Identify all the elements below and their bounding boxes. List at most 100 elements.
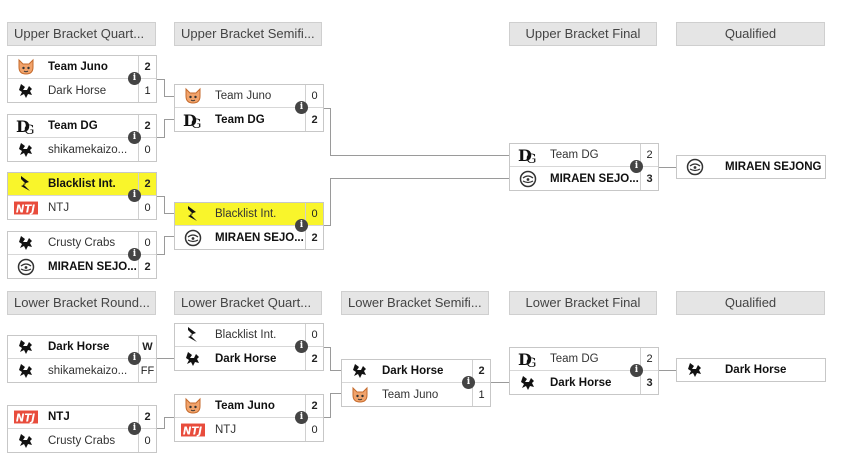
dark-horse-logo-icon [186,351,199,366]
match-info-icon[interactable]: i [295,340,308,353]
qualified-lower-team[interactable]: Dark Horse [676,358,826,382]
team-score: 2 [305,108,323,131]
team-logo: D G [181,109,205,131]
team-name: MIRAEN SEJO... [48,260,137,273]
connector [330,370,342,371]
match-info-icon[interactable]: i [630,364,643,377]
match-info-icon[interactable]: i [295,411,308,424]
team-name: Team DG [215,113,265,126]
connector [164,96,175,97]
match-info-icon[interactable]: i [128,352,141,365]
qualified-upper-team[interactable]: MIRAEN SEJONG [676,155,826,179]
team-name: MIRAEN SEJO... [215,231,304,244]
team-logo [14,430,38,452]
connector [164,417,165,429]
crusty-crabs-logo-icon [19,236,32,250]
team-score: 2 [138,406,156,428]
team-row[interactable]: NTJ NTJ 0 [8,196,156,219]
team-score: 0 [305,324,323,346]
dark-horse-logo-icon [521,375,534,390]
team-row[interactable]: MIRAEN SEJO...2 [8,255,156,278]
match-info-icon[interactable]: i [128,131,141,144]
team-name: NTJ [48,201,70,214]
connector [164,213,175,214]
team-row[interactable]: shikamekaizo...FF [8,359,156,382]
team-row[interactable]: Blacklist Int.0 [175,324,323,347]
team-row[interactable]: Blacklist Int.2 [8,173,156,196]
match-info-icon[interactable]: i [128,422,141,435]
team-score: 0 [138,196,156,219]
team-name: Dark Horse [48,84,107,97]
dark-horse-logo-icon [688,363,701,377]
miraen-sejong-logo-icon [184,229,202,246]
team-logo: D G [516,144,540,166]
team-row[interactable]: MIRAEN SEJO...2 [175,226,323,249]
team-name: Dark Horse [382,365,444,377]
connector [156,79,165,97]
team-row[interactable]: shikamekaizo...0 [8,138,156,161]
match-info-icon[interactable]: i [128,72,141,85]
team-name: MIRAEN SEJO... [550,172,639,185]
match-info-icon[interactable]: i [128,248,141,261]
match-info-icon[interactable]: i [462,376,475,389]
team-row[interactable]: MIRAEN SEJO...3 [510,167,658,190]
connector [322,108,331,156]
team-row[interactable]: Blacklist Int.0 [175,203,323,226]
team-logo [516,372,540,394]
svg-text:NTJ: NTJ [16,204,35,215]
team-logo: D G [516,348,540,370]
team-dg-logo-icon: D G [518,350,536,368]
team-score: FF [138,359,156,382]
ntj-logo-icon: NTJ [14,410,38,425]
team-name: Team Juno [48,61,108,73]
match-info-icon[interactable]: i [630,160,643,173]
header-lower-final: Lower Bracket Final [509,291,657,315]
header-upper-quarterfinals: Upper Bracket Quart... [7,22,156,46]
team-name: Team Juno [215,400,275,412]
team-score: 2 [640,144,658,166]
connector [330,393,342,394]
team-dg-logo-icon: D G [518,146,536,164]
team-score: 0 [138,138,156,161]
team-logo [14,139,38,161]
match-info-icon[interactable]: i [128,189,141,202]
team-logo [14,56,38,78]
team-score: 0 [305,85,323,107]
svg-text:G: G [191,117,201,129]
team-logo: NTJ [14,197,38,219]
match-info-icon[interactable]: i [295,219,308,232]
match-info-icon[interactable]: i [295,101,308,114]
svg-text:G: G [526,356,536,368]
blacklist-logo-icon [188,327,197,342]
team-row[interactable]: D G Team DG 2 [175,108,323,131]
